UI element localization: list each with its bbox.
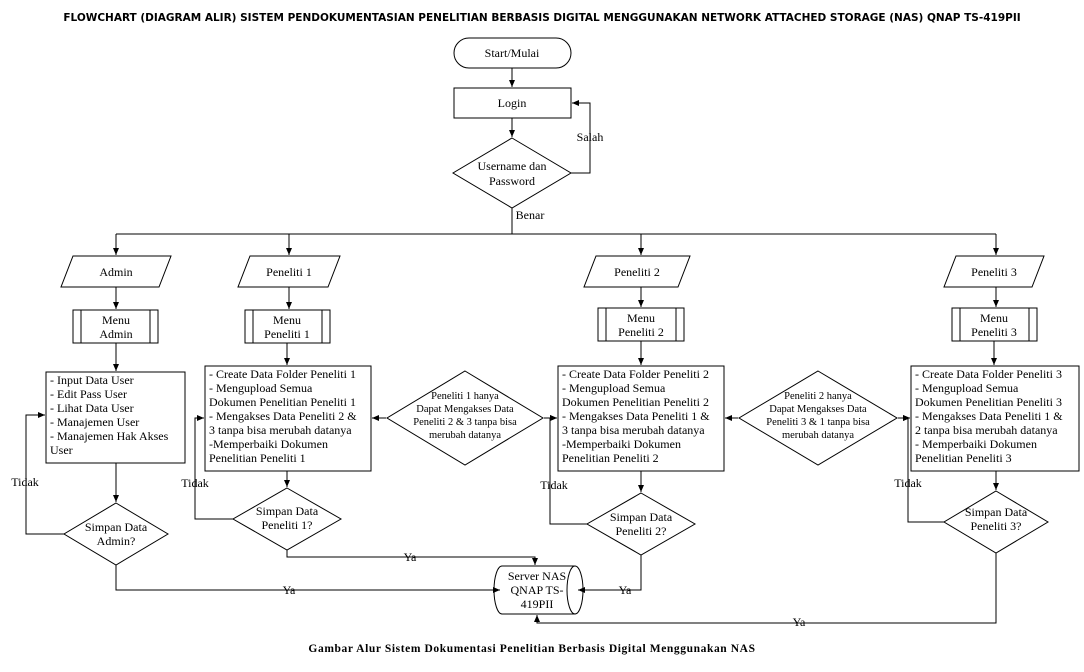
p3-task-line: - Create Data Folder Peneliti 3 [915,367,1062,381]
flow-connectors [25,68,999,624]
admin-task-line: - Edit Pass User [50,387,127,401]
p3-task-line: 2 tanpa bisa merubah datanya [915,423,1058,437]
p2-task-line: - Mengakses Data Peneliti 1 & [562,409,710,423]
menu-p1-process [244,309,331,344]
admin-tasks-box [45,371,186,464]
p1-note-line: Peneliti 2 & 3 tanpa bisa [413,417,517,428]
auth-label-2: Password [489,174,535,188]
p1-task-line: -Memperbaiki Dokumen [209,437,328,451]
edge-label-tidak: Tidak [540,478,568,492]
menu-p3-process [951,307,1038,342]
p2-task-line: Dokumen Penelitian Peneliti 2 [562,395,709,409]
p1-tasks-text: - Create Data Folder Peneliti 1 - Mengup… [209,367,357,465]
p1-input [237,255,341,288]
p3-task-line: - Mengakses Data Peneliti 1 & [915,409,1063,423]
login-label: Login [498,96,527,110]
p1-tasks-box [204,365,372,472]
admin-task-line: - Manajemen User [50,415,139,429]
server-label-3: 419PII [521,597,554,611]
admin-label: Admin [99,265,132,279]
p2-task-line: -Memperbaiki Dokumen [562,437,681,451]
admin-task-line: User [50,443,73,457]
auth-decision [452,137,572,209]
save-p3-label-2: Peneliti 3? [971,519,1022,533]
login-box [453,87,572,119]
edge-label-ya: Ya [619,583,632,597]
start-label: Start/Mulai [485,46,540,60]
p3-input [943,255,1045,288]
save-p3-label-1: Simpan Data [965,505,1028,519]
p3-task-line: Penelitian Peneliti 3 [915,451,1012,465]
p1-task-line: - Create Data Folder Peneliti 1 [209,367,356,381]
p1-note-line: merubah datanya [429,430,501,441]
p1-task-line: 3 tanpa bisa merubah datanya [209,423,352,437]
menu-admin-label-1: Menu [102,313,130,327]
edge-label-ya: Ya [404,550,417,564]
save-p2-label-1: Simpan Data [610,510,673,524]
p1-task-line: - Mengupload Semua [209,381,313,395]
p2-note-line: Peneliti 3 & 1 tanpa bisa [766,417,870,428]
admin-task-line: - Lihat Data User [50,401,134,415]
save-admin-label-1: Simpan Data [85,520,148,534]
server-label-1: Server NAS [508,569,566,583]
edge-label-tidak: Tidak [11,475,39,489]
p2-task-line: - Mengupload Semua [562,381,666,395]
menu-admin-label-2: Admin [99,327,132,341]
save-p1-label-1: Simpan Data [256,504,319,518]
menu-admin-process [72,309,159,344]
p1-task-line: Penelitian Peneliti 1 [209,451,306,465]
save-admin-label-2: Admin? [97,534,136,548]
admin-task-line: - Manajemen Hak Akses [50,429,169,443]
diagram-caption: Gambar Alur Sistem Dokumentasi Penelitia… [308,643,755,655]
p2-task-line: Penelitian Peneliti 2 [562,451,659,465]
p2-label: Peneliti 2 [614,265,660,279]
save-p2-label-2: Peneliti 2? [616,524,667,538]
p3-task-line: - Memperbaiki Dokumen [915,437,1037,451]
p1-task-line: Dokumen Penelitian Peneliti 1 [209,395,356,409]
auth-label-1: Username dan [478,159,547,173]
admin-task-line: - Input Data User [50,373,134,387]
p2-access-note [738,370,898,466]
p3-label: Peneliti 3 [971,265,1017,279]
menu-p2-label-2: Peneliti 2 [618,325,664,339]
p1-label: Peneliti 1 [266,265,312,279]
edge-label-benar: Benar [516,208,545,222]
p2-tasks-text: - Create Data Folder Peneliti 2 - Mengup… [562,367,710,465]
save-p1-label-2: Peneliti 1? [262,518,313,532]
p3-tasks-box [910,365,1080,472]
menu-p3-label-1: Menu [980,311,1008,325]
menu-p1-label-2: Peneliti 1 [264,327,310,341]
edge-label-salah: Salah [577,130,604,144]
p2-note-line: Dapat Mengakses Data [769,404,867,415]
p3-task-line: - Mengupload Semua [915,381,1019,395]
p2-task-line: 3 tanpa bisa merubah datanya [562,423,705,437]
diagram-title: FLOWCHART (DIAGRAM ALIR) SISTEM PENDOKUM… [63,12,1020,24]
server-label-2: QNAP TS- [510,583,563,597]
menu-p2-label-1: Menu [627,311,655,325]
menu-p1-label-1: Menu [273,313,301,327]
menu-p2-process [597,307,685,342]
edge-label-tidak: Tidak [181,476,209,490]
p1-note-line: Peneliti 1 hanya [431,391,499,402]
p2-task-line: - Create Data Folder Peneliti 2 [562,367,709,381]
p2-tasks-box [557,365,725,472]
p2-note-line: Peneliti 2 hanya [784,391,852,402]
p1-access-note [386,370,544,466]
menu-p3-label-2: Peneliti 3 [971,325,1017,339]
p1-task-line: - Mengakses Data Peneliti 2 & [209,409,357,423]
edge-label-tidak: Tidak [894,476,922,490]
p2-note-line: merubah datanya [782,430,854,441]
edge-label-ya: Ya [793,615,806,629]
admin-input [60,255,172,288]
server-nas-storage [493,565,584,615]
p3-task-line: Dokumen Penelitian Peneliti 3 [915,395,1062,409]
edge-label-ya: Ya [283,583,296,597]
p3-tasks-text: - Create Data Folder Peneliti 3 - Mengup… [915,367,1063,465]
p1-note-line: Dapat Mengakses Data [416,404,514,415]
p2-input [583,255,691,288]
admin-tasks-text: - Input Data User - Edit Pass User - Lih… [50,373,169,457]
